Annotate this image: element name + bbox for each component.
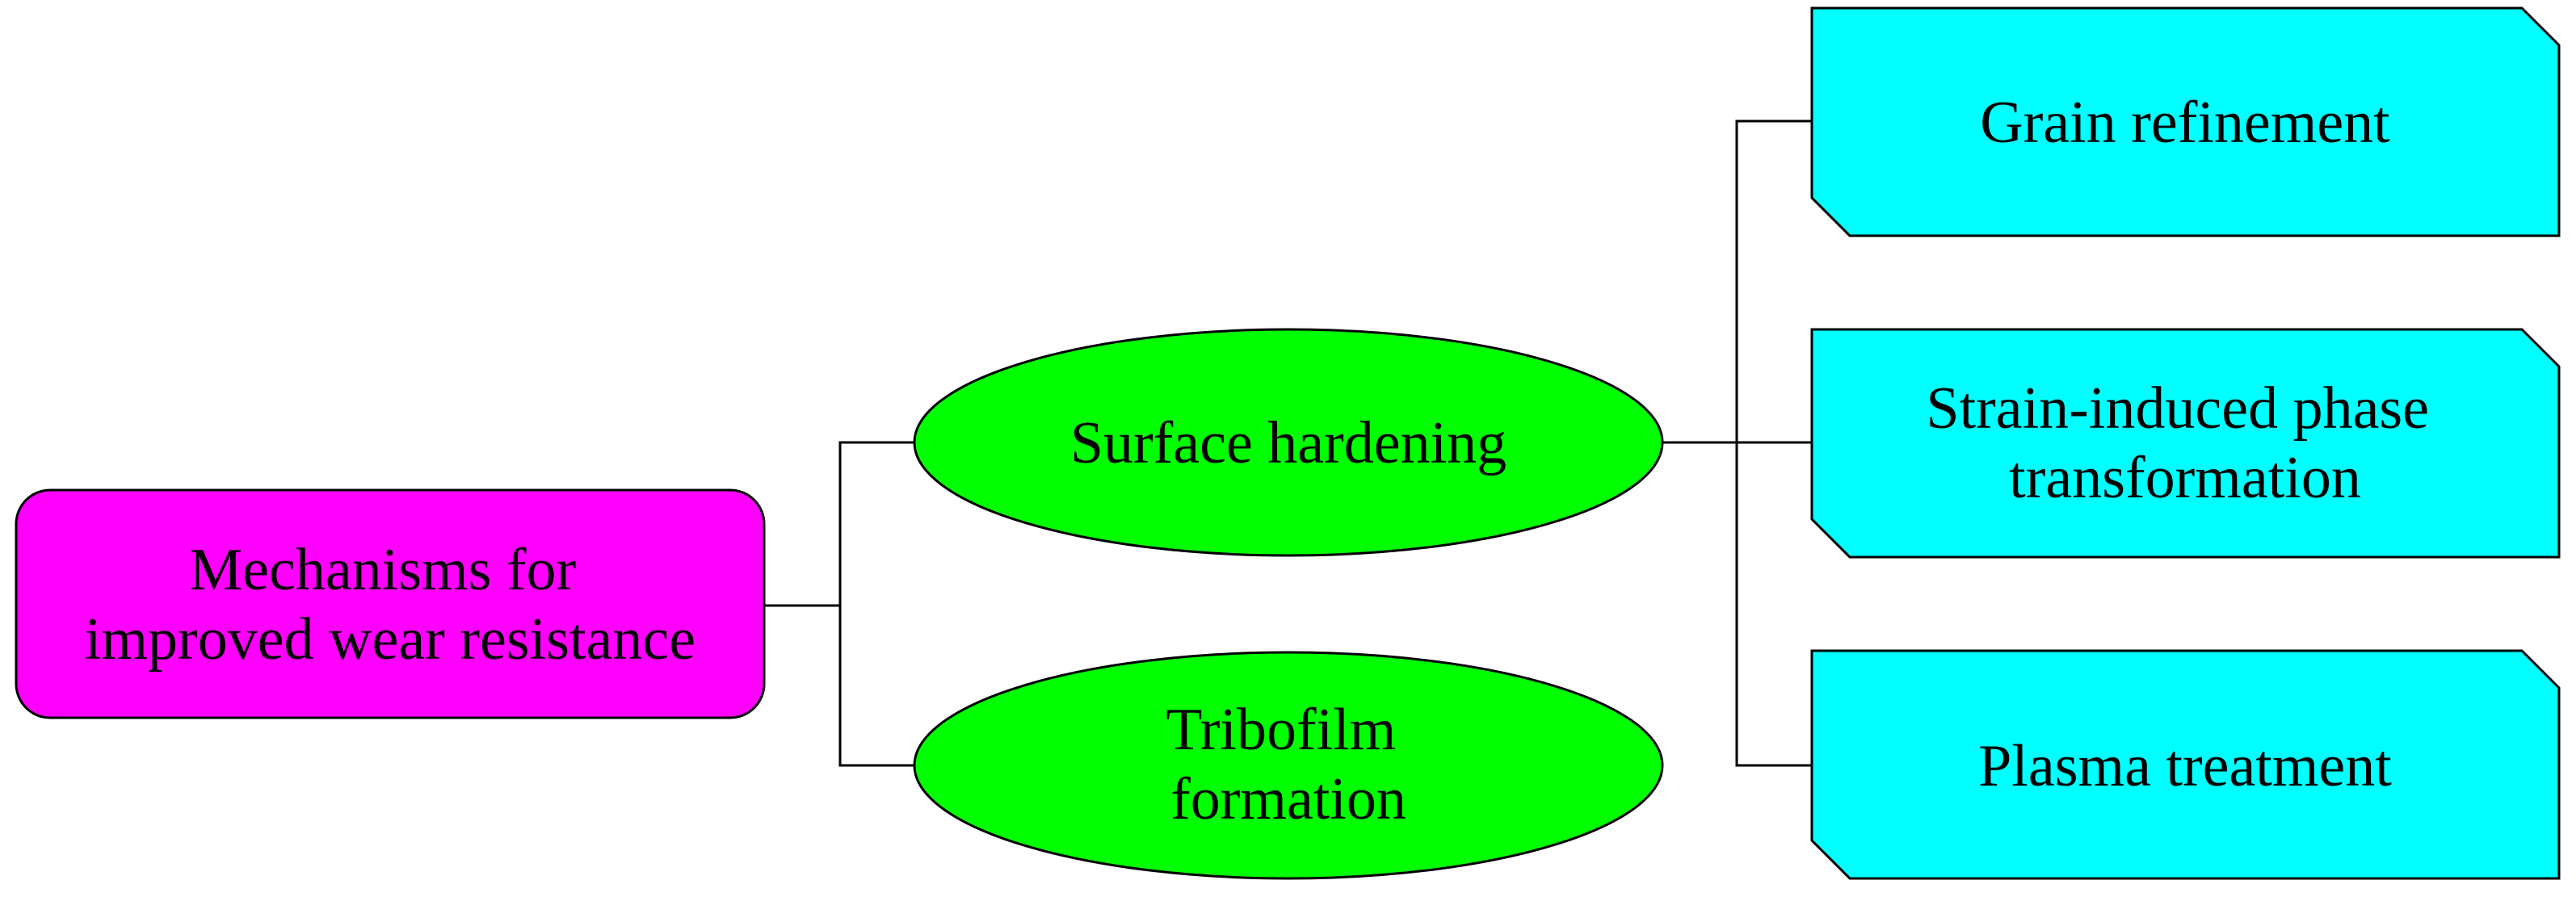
root-node-label: Mechanisms for improved wear resistance bbox=[85, 537, 695, 673]
mechanism-label-surface-hardening: Surface hardening bbox=[1070, 410, 1507, 476]
connector-surface-hardening-to-plasma-treatment bbox=[1735, 442, 1812, 767]
mechanism-label-tribofilm-line-1: Tribofilm bbox=[1166, 697, 1396, 763]
connector-root-to-tribofilm-formation bbox=[838, 606, 914, 767]
mechanism-ellipse-surface-hardening bbox=[913, 328, 1664, 557]
method-box-phase-transformation bbox=[1810, 328, 2561, 559]
mechanism-node-surface-hardening: Surface hardening bbox=[913, 328, 1664, 557]
root-node: Mechanisms for improved wear resistance bbox=[15, 488, 766, 719]
method-label-grain-refinement: Grain refinement bbox=[1980, 90, 2390, 156]
method-box-plasma-treatment bbox=[1810, 649, 2561, 880]
root-node-label-line-1: Mechanisms for bbox=[189, 537, 576, 603]
connector-surface-hardening-to-grain-refinement bbox=[1662, 119, 1812, 444]
method-box-grain-refinement bbox=[1810, 6, 2561, 237]
connector-root-to-surface-hardening bbox=[764, 441, 914, 607]
method-label-phase-transformation-line-1: Strain-induced phase bbox=[1926, 375, 2429, 442]
root-node-label-line-2: improved wear resistance bbox=[85, 606, 695, 673]
method-label-phase-transformation-line-2: transformation bbox=[2009, 445, 2361, 511]
method-node-grain-refinement: Grain refinement bbox=[1810, 6, 2561, 237]
connectors bbox=[764, 119, 1812, 767]
root-node-box bbox=[15, 488, 766, 719]
mechanism-label-tribofilm-line-2: formation bbox=[1170, 766, 1406, 832]
method-label-plasma-treatment: Plasma treatment bbox=[1978, 733, 2392, 799]
method-label-phase-transformation: Strain-induced phase transformation bbox=[1926, 375, 2444, 511]
mechanism-ellipse-tribofilm-formation bbox=[913, 651, 1664, 880]
mechanism-label-tribofilm-formation: Tribofilm formation bbox=[1166, 697, 1411, 832]
method-node-plasma-treatment: Plasma treatment bbox=[1810, 649, 2561, 880]
method-node-phase-transformation: Strain-induced phase transformation bbox=[1810, 328, 2561, 559]
mechanism-node-tribofilm-formation: Tribofilm formation bbox=[913, 651, 1664, 880]
